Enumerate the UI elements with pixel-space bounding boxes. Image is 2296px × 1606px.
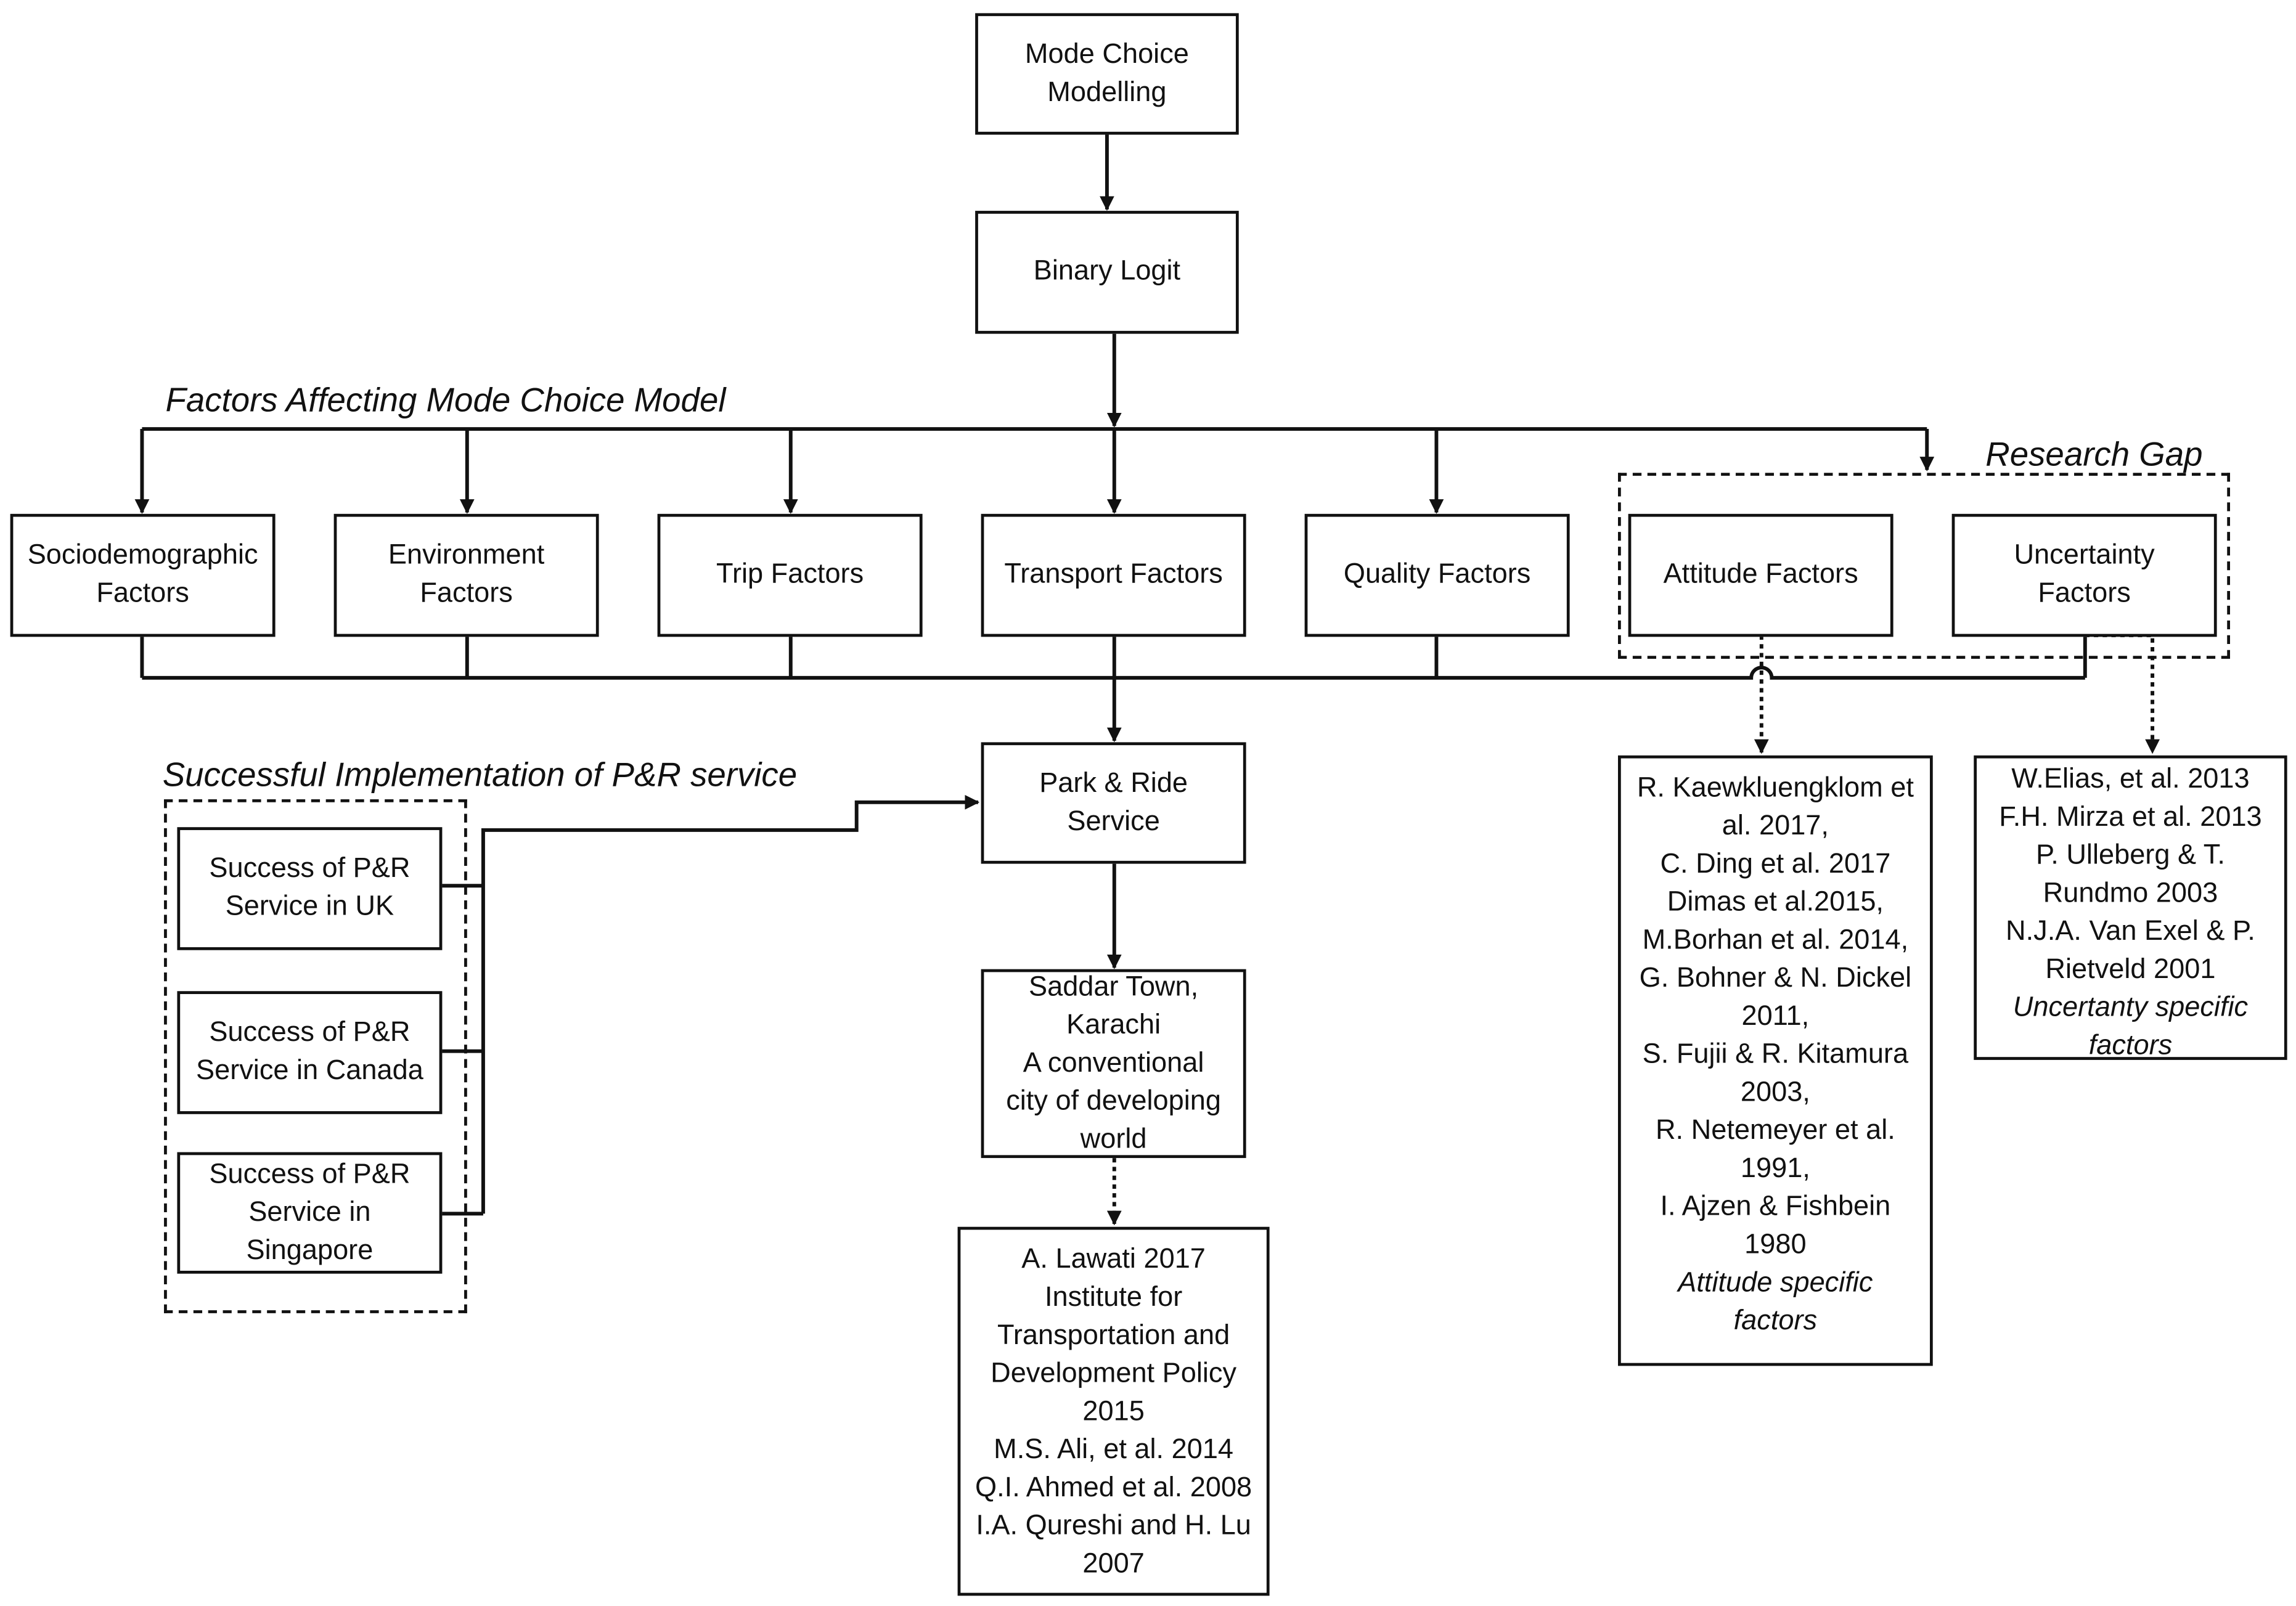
reference-line: G. Bohner & N. Dickel — [1639, 963, 1912, 995]
arrow-success-to-pr — [481, 794, 980, 1214]
reference-line: I.A. Qureshi and H. Lu — [976, 1510, 1251, 1542]
uncertainty-references-box: W.Elias, et al. 2013 F.H. Mirza et al. 2… — [1974, 755, 2287, 1061]
reference-line: 2011, — [1741, 1001, 1810, 1032]
factor-box-quality: Quality Factors — [1304, 513, 1570, 637]
reference-line: 2007 — [1082, 1549, 1145, 1580]
reference-line: N.J.A. Van Exel & P. — [2006, 916, 2255, 947]
reference-line: R. Netemeyer et al. — [1655, 1115, 1895, 1147]
success-singapore-box: Success of P&R Service in Singapore — [177, 1152, 443, 1274]
factor-box-trip: Trip Factors — [657, 513, 923, 637]
reference-line: F.H. Mirza et al. 2013 — [1999, 802, 2262, 833]
factor-box-environment: Environment Factors — [333, 513, 599, 637]
reference-line: S. Fujii & R. Kitamura — [1642, 1039, 1909, 1070]
reference-line: C. Ding et al. 2017 — [1660, 849, 1891, 880]
saddar-town-box: Saddar Town, Karachi A conventional city… — [981, 969, 1246, 1159]
factor-box-transport: Transport Factors — [981, 513, 1246, 637]
reference-line: Dimas et al.2015, — [1667, 887, 1884, 918]
mode-choice-modelling-box: Mode Choice Modelling — [975, 13, 1239, 135]
reference-line: 1991, — [1740, 1153, 1810, 1184]
success-uk-box: Success of P&R Service in UK — [177, 827, 443, 950]
reference-line: 1980 — [1744, 1229, 1807, 1261]
reference-line: A. Lawati 2017 — [1021, 1244, 1206, 1276]
reference-line: I. Ajzen & Fishbein — [1660, 1191, 1891, 1223]
reference-line: Institute for — [1044, 1282, 1183, 1313]
reference-line: 2003, — [1740, 1077, 1810, 1109]
reference-line: R. Kaewkluengklom et — [1636, 773, 1914, 804]
uncertainty-note: Uncertanty specific factors — [2012, 992, 2249, 1062]
reference-line: Rietveld 2001 — [2045, 954, 2216, 985]
reference-line: Development Policy — [991, 1358, 1237, 1390]
karachi-references-box: A. Lawati 2017 Institute for Transportat… — [957, 1226, 1270, 1596]
factor-box-uncertainty: Uncertainty Factors — [1951, 513, 2217, 637]
implementation-frame — [164, 799, 467, 1313]
reference-line: al. 2017, — [1722, 811, 1829, 842]
reference-line: M.Borhan et al. 2014, — [1642, 925, 1909, 956]
dotted-arrow-uncertainty-refs — [2085, 634, 2160, 754]
reference-line: Q.I. Ahmed et al. 2008 — [975, 1472, 1252, 1504]
binary-logit-box: Binary Logit — [975, 211, 1239, 334]
factor-box-attitude: Attitude Factors — [1628, 513, 1894, 637]
success-canada-box: Success of P&R Service in Canada — [177, 991, 443, 1114]
reference-line: W.Elias, et al. 2013 — [2011, 764, 2250, 795]
attitude-references-box: R. Kaewkluengklom et al. 2017, C. Ding e… — [1618, 755, 1933, 1366]
factors-heading: Factors Affecting Mode Choice Model — [165, 380, 726, 419]
reference-line: Rundmo 2003 — [2043, 878, 2218, 910]
reference-line: P. Ulleberg & T. — [2035, 840, 2225, 871]
implementation-heading: Successful Implementation of P&R service — [162, 755, 798, 794]
research-gap-heading: Research Gap — [1985, 434, 2203, 473]
reference-line: M.S. Ali, et al. 2014 — [994, 1435, 1234, 1465]
reference-line: Transportation and — [997, 1320, 1230, 1351]
bottom-bus-line — [142, 666, 2085, 680]
park-and-ride-box: Park & Ride Service — [981, 742, 1246, 864]
attitude-note: Attitude specific factors — [1678, 1268, 1873, 1337]
factor-box-sociodemographic: Sociodemographic Factors — [10, 513, 276, 637]
research-gap-frame — [1618, 473, 2230, 659]
reference-line: 2015 — [1082, 1396, 1145, 1428]
